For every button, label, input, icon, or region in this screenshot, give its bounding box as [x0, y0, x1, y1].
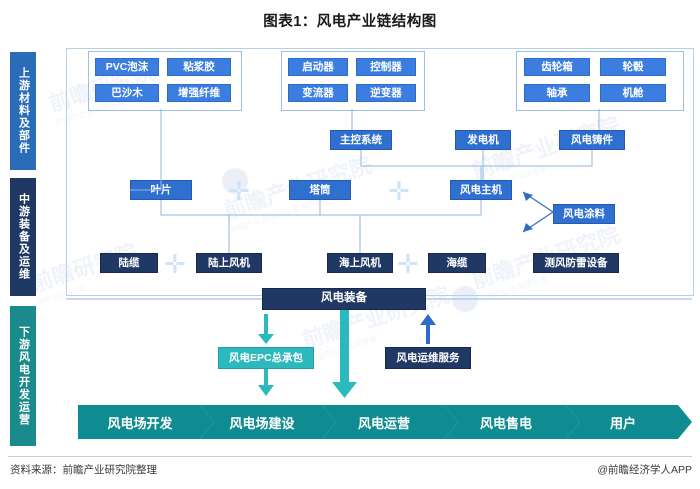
chevron-label: 用户 [609, 415, 636, 431]
chevron-label: 风电场开发 [107, 415, 173, 431]
node-wind-castings[interactable]: 风电铸件 [559, 130, 625, 150]
group-electrical-frame [281, 51, 425, 111]
stage-label-midstream: 中游装备及运维 [10, 178, 36, 296]
footer-divider [8, 456, 692, 457]
group-materials-frame [88, 51, 242, 111]
node-wind-lightning[interactable]: 测风防雷设备 [533, 253, 619, 273]
node-sea-cable[interactable]: 海缆 [428, 253, 486, 273]
chevron-user[interactable]: 用户 [566, 405, 692, 439]
group-mechanical-frame [516, 51, 684, 111]
node-bearing[interactable]: 轴承 [524, 84, 590, 102]
stage-label-downstream: 下游风电开发运营 [10, 306, 36, 446]
node-offshore-turbine[interactable]: 海上风机 [327, 253, 393, 273]
node-wind-equipment[interactable]: 风电装备 [262, 288, 426, 310]
chevron-label: 风电运营 [357, 415, 410, 431]
plus-sign-4: ✛ [397, 249, 419, 279]
node-converter[interactable]: 变流器 [288, 84, 348, 102]
node-epc-contract[interactable]: 风电EPC总承包 [218, 347, 314, 369]
node-reinforce-fiber[interactable]: 增强纤维 [167, 84, 231, 102]
chevron-operation[interactable]: 风电运营 [322, 405, 458, 439]
chevron-label: 风电售电 [479, 415, 532, 431]
source-note: 资料来源：前瞻产业研究院整理 [10, 464, 157, 476]
app-credit: @前瞻经济学人APP [597, 464, 692, 476]
node-hub[interactable]: 轮毂 [600, 58, 666, 76]
stage-label-upstream: 上游材料及部件 [10, 52, 36, 170]
node-wind-mainunit[interactable]: 风电主机 [450, 180, 512, 200]
node-balsa-wood[interactable]: 巴沙木 [95, 84, 159, 102]
plus-sign-3: ✛ [164, 249, 186, 279]
node-blade[interactable]: 叶片 [130, 180, 192, 200]
chevron-power-sale[interactable]: 风电售电 [444, 405, 580, 439]
chevron-label: 风电场建设 [229, 415, 295, 431]
node-controller[interactable]: 控制器 [356, 58, 416, 76]
plus-sign-1: ✛ [228, 176, 250, 206]
node-starter[interactable]: 启动器 [288, 58, 348, 76]
node-pvc-foam[interactable]: PVC泡沫 [95, 58, 159, 76]
node-inverter[interactable]: 逆变器 [356, 84, 416, 102]
node-cabin[interactable]: 机舱 [600, 84, 666, 102]
page-title: 图表1：风电产业链结构图 [263, 14, 437, 30]
value-chain: 风电场开发 风电场建设 风电运营 风电售电 用户 [78, 405, 692, 439]
node-land-cable[interactable]: 陆缆 [100, 253, 158, 273]
node-main-control-system[interactable]: 主控系统 [330, 130, 392, 150]
chevron-farm-build[interactable]: 风电场建设 [200, 405, 336, 439]
node-onshore-turbine[interactable]: 陆上风机 [196, 253, 262, 273]
node-gearbox[interactable]: 齿轮箱 [524, 58, 590, 76]
node-tower[interactable]: 塔筒 [289, 180, 351, 200]
node-generator[interactable]: 发电机 [455, 130, 511, 150]
chevron-farm-dev[interactable]: 风电场开发 [78, 405, 214, 439]
node-adhesive[interactable]: 粘浆胶 [167, 58, 231, 76]
node-wind-coating[interactable]: 风电涂料 [553, 204, 615, 224]
plus-sign-2: ✛ [388, 176, 410, 206]
node-om-service[interactable]: 风电运维服务 [385, 347, 471, 369]
